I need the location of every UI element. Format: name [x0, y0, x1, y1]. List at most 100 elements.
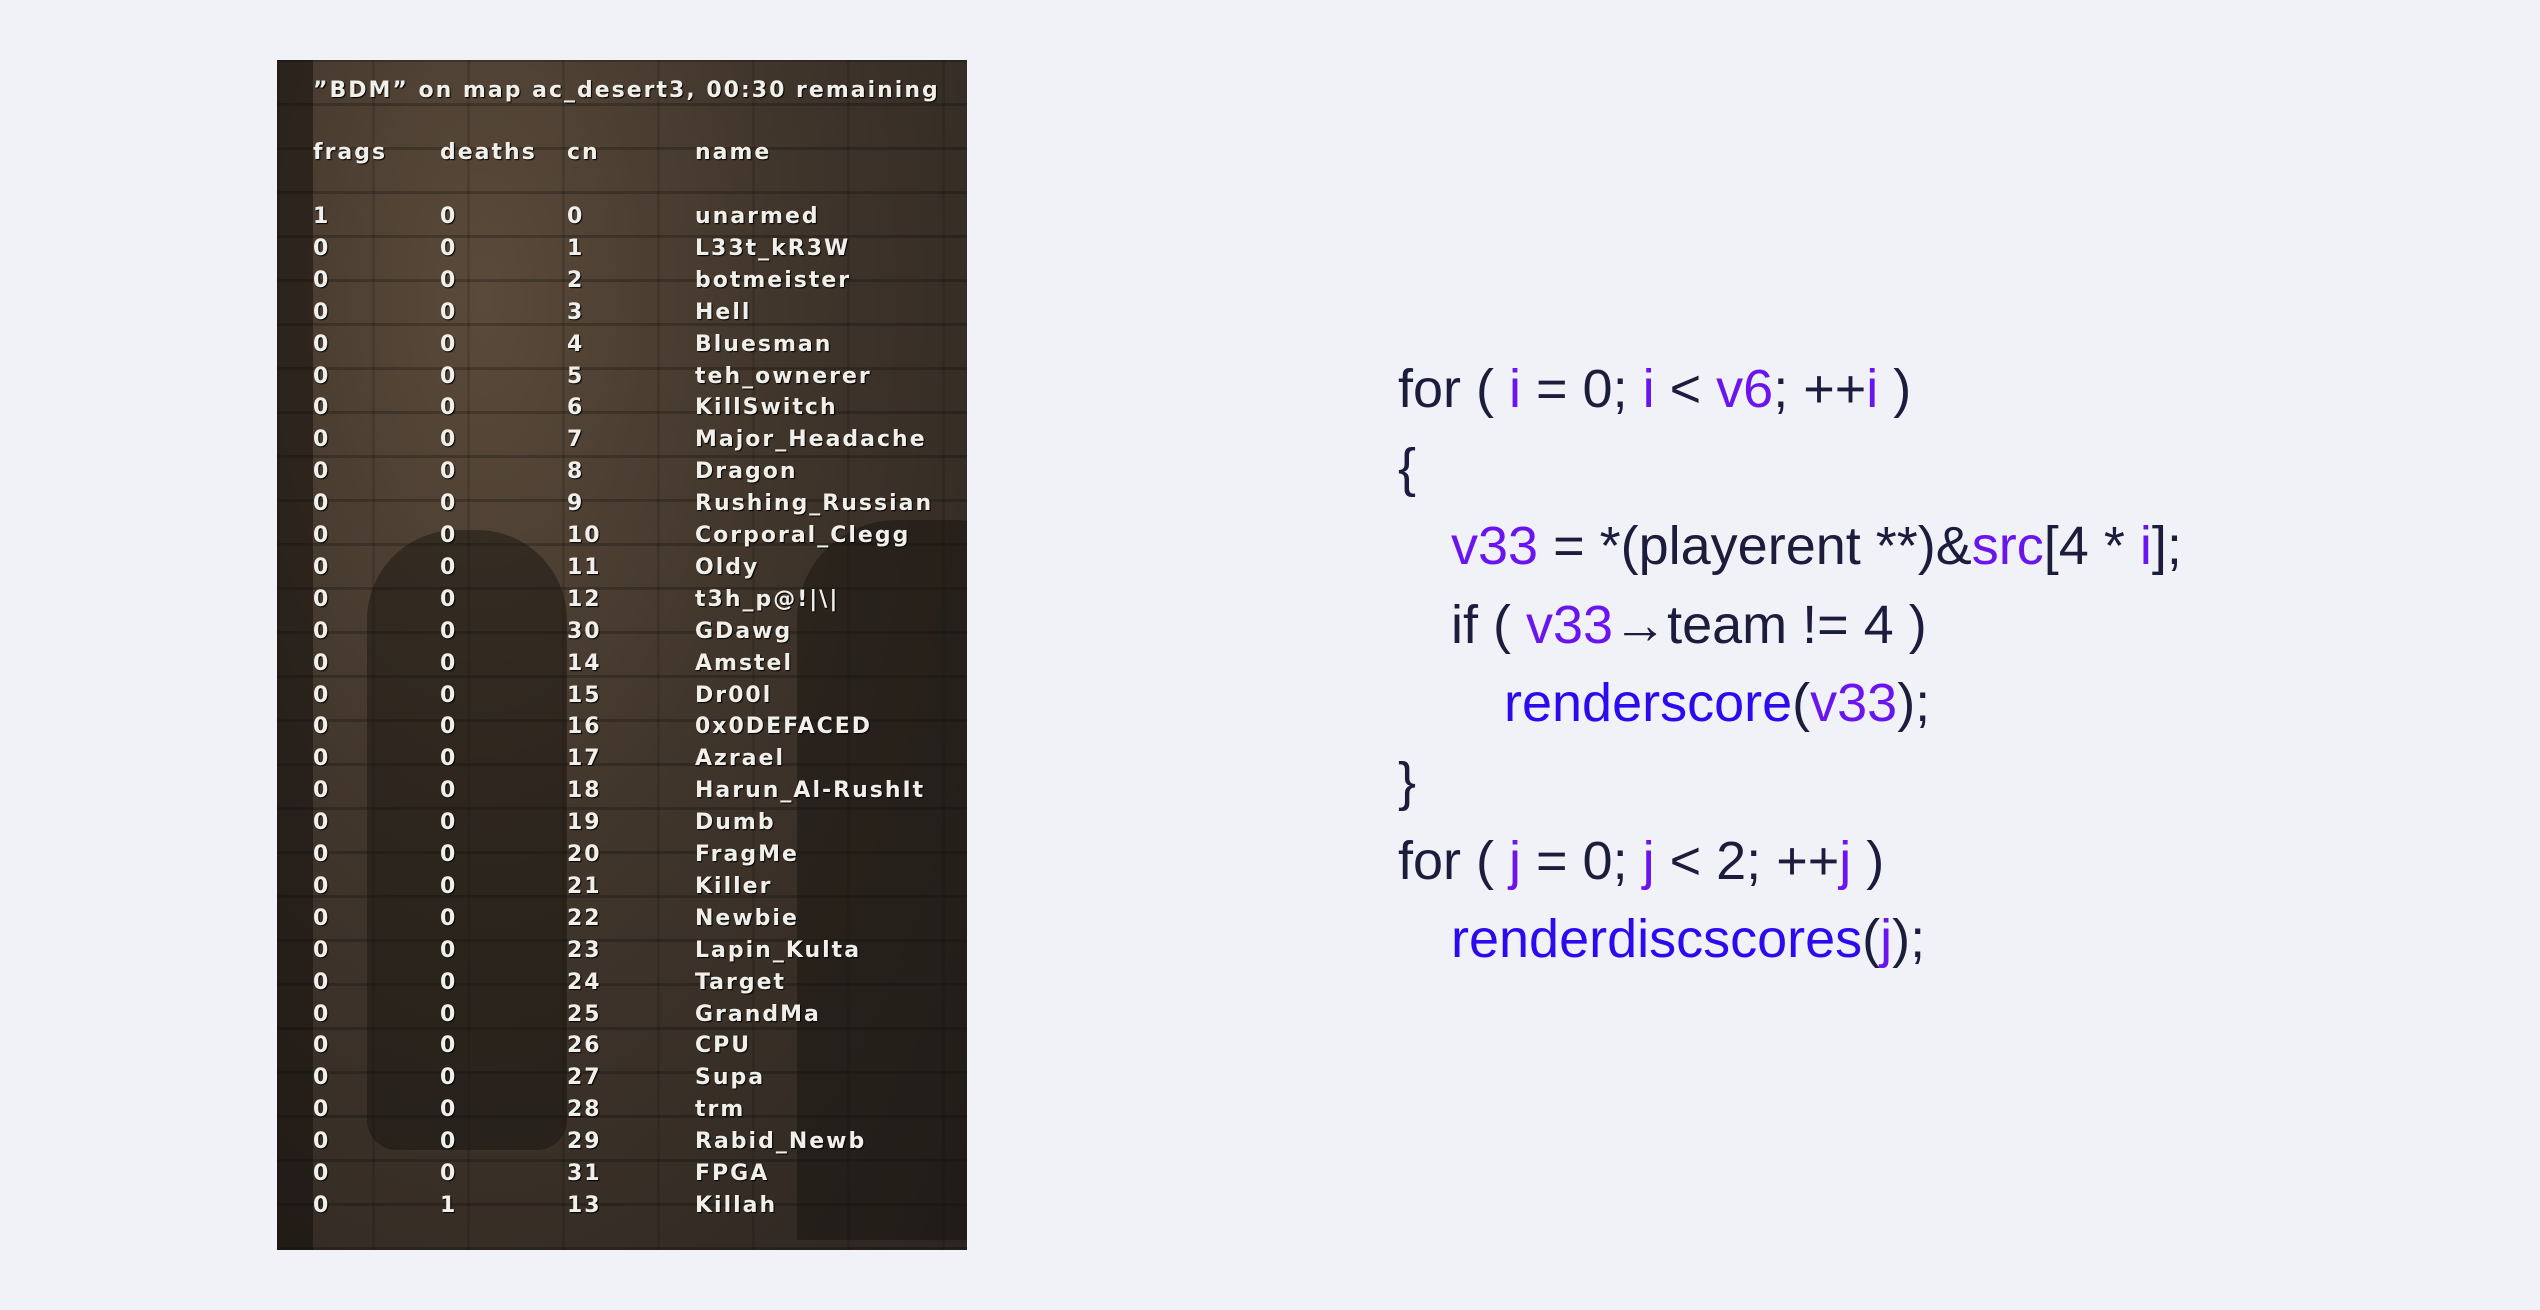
- cell-deaths: 0: [440, 842, 458, 867]
- cell-name: t3h_p@!|\|: [695, 586, 840, 612]
- cell-cn: 9: [567, 491, 585, 517]
- code-token-var: v33: [1526, 594, 1614, 655]
- code-token-plain: < 2; ++: [1654, 830, 1840, 891]
- cell-deaths: 0: [440, 746, 458, 772]
- cell-frags: 0: [313, 1097, 331, 1123]
- cell-frags: 0: [313, 778, 331, 804]
- cell-name: Target: [695, 969, 787, 995]
- code-line: {: [1398, 429, 2182, 508]
- cell-frags: 0: [313, 523, 331, 548]
- code-token-plain: [4 *: [2043, 516, 2140, 577]
- code-token-plain: (: [1862, 909, 1881, 970]
- cell-cn: 28: [567, 1097, 602, 1123]
- cell-name: Amstel: [695, 650, 794, 676]
- cell-deaths: 0: [440, 363, 458, 389]
- code-token-plain: if (: [1451, 594, 1526, 655]
- cell-cn: 29: [567, 1129, 602, 1155]
- code-token-func: renderscore: [1504, 673, 1793, 734]
- cell-cn: 0: [567, 204, 585, 229]
- cell-name: Supa: [695, 1065, 766, 1091]
- cell-frags: 0: [313, 937, 331, 963]
- code-token-plain: = 0;: [1521, 359, 1643, 419]
- cell-frags: 0: [313, 1161, 331, 1186]
- cell-name: Major_Headache: [695, 427, 927, 453]
- code-token-plain: ];: [2151, 516, 2182, 577]
- code-token-plain: ; ++: [1773, 359, 1867, 419]
- cell-frags: 1: [313, 204, 331, 229]
- code-token-plain: (: [1792, 673, 1811, 734]
- cell-frags: 0: [313, 873, 331, 899]
- code-token-plain: );: [1892, 909, 1926, 970]
- cell-cn: 10: [567, 523, 602, 548]
- code-token-plain: }: [1398, 751, 1417, 812]
- code-token-var: j: [1880, 909, 1893, 970]
- cell-deaths: 0: [440, 618, 458, 644]
- cell-cn: 19: [567, 810, 602, 836]
- cell-deaths: 1: [440, 1192, 458, 1218]
- cell-frags: 0: [313, 746, 331, 772]
- cell-cn: 20: [567, 842, 602, 867]
- cell-deaths: 0: [440, 554, 458, 580]
- cell-deaths: 0: [440, 714, 458, 740]
- cell-cn: 22: [567, 905, 602, 931]
- cell-frags: 0: [313, 491, 331, 517]
- cell-name: Lapin_Kulta: [695, 937, 862, 963]
- code-token-var: v6: [1716, 359, 1774, 419]
- code-token-var: j: [1642, 830, 1655, 891]
- code-token-var: j: [1509, 830, 1522, 891]
- cell-frags: 0: [313, 586, 331, 612]
- cell-frags: 0: [313, 1192, 331, 1218]
- code-token-plain: ): [1851, 830, 1885, 891]
- cell-frags: 0: [313, 1033, 331, 1059]
- cell-frags: 0: [313, 1129, 331, 1155]
- code-token-var: v33: [1810, 673, 1898, 734]
- cell-name: Killer: [695, 873, 773, 899]
- header-deaths: deaths: [440, 140, 537, 165]
- cell-frags: 0: [313, 427, 331, 453]
- cell-name: Oldy: [695, 554, 760, 580]
- cell-frags: 0: [313, 267, 331, 293]
- cell-cn: 1: [567, 235, 585, 261]
- cell-frags: 0: [313, 905, 331, 931]
- cell-frags: 0: [313, 810, 331, 836]
- cell-name: 0x0DEFACED: [695, 714, 873, 740]
- cell-cn: 23: [567, 937, 602, 963]
- cell-frags: 0: [313, 650, 331, 676]
- code-token-var: j: [1839, 830, 1852, 891]
- cell-frags: 0: [313, 395, 331, 421]
- code-token-plain: for (: [1398, 359, 1510, 419]
- cell-deaths: 0: [440, 905, 458, 931]
- cell-cn: 8: [567, 459, 585, 485]
- code-token-plain: ): [1878, 359, 1912, 419]
- cell-deaths: 0: [440, 1161, 458, 1186]
- cell-cn: 4: [567, 331, 585, 357]
- cell-cn: 21: [567, 873, 602, 899]
- cell-cn: 18: [567, 778, 602, 804]
- cell-name: Azrael: [695, 746, 785, 772]
- cell-deaths: 0: [440, 937, 458, 963]
- cell-deaths: 0: [440, 1033, 458, 1059]
- cell-deaths: 0: [440, 204, 458, 229]
- cell-deaths: 0: [440, 810, 458, 836]
- cell-name: Dumb: [695, 810, 776, 836]
- cell-deaths: 0: [440, 427, 458, 453]
- cell-deaths: 0: [440, 523, 458, 548]
- cell-cn: 14: [567, 650, 602, 676]
- cell-cn: 25: [567, 1001, 602, 1027]
- cell-frags: 0: [313, 969, 331, 995]
- header-name: name: [695, 140, 772, 165]
- cell-name: GDawg: [695, 618, 793, 644]
- background-shadow: [277, 60, 313, 1250]
- code-snippet: for ( i = 0; i < v6; ++i ){v33 = *(playe…: [1398, 350, 2182, 979]
- cell-name: L33t_kR3W: [695, 235, 851, 261]
- cell-frags: 0: [313, 714, 331, 740]
- cell-deaths: 0: [440, 873, 458, 899]
- cell-deaths: 0: [440, 969, 458, 995]
- scoreboard-title: ”BDM” on map ac_desert3, 00:30 remaining: [313, 78, 940, 103]
- cell-frags: 0: [313, 682, 331, 708]
- cell-name: Killah: [695, 1192, 778, 1218]
- cell-cn: 12: [567, 586, 602, 612]
- cell-name: Rushing_Russian: [695, 491, 934, 517]
- code-token-plain: );: [1897, 673, 1931, 734]
- cell-deaths: 0: [440, 491, 458, 517]
